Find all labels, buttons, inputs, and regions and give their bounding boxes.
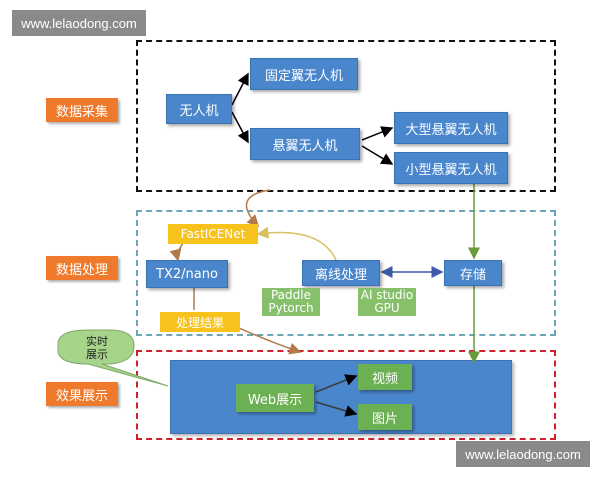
node-small-rotor-uav: 小型悬翼无人机 (394, 152, 508, 184)
node-video: 视频 (358, 364, 412, 390)
bubble-line2: 展示 (86, 348, 108, 361)
watermark-bottom: www.lelaodong.com (456, 441, 590, 467)
tag-processing-result: 处理结果 (160, 312, 240, 332)
section-label-processing: 数据处理 (46, 256, 118, 280)
collection-frame (136, 40, 556, 192)
tag-paddle-line2: Pytorch (268, 301, 314, 315)
tag-paddle-pytorch: Paddle Pytorch (262, 288, 320, 316)
tag-ai-line2: GPU (374, 301, 400, 315)
node-fixed-wing-uav: 固定翼无人机 (250, 58, 358, 90)
bubble-realtime-display: 实时 展示 (66, 332, 128, 364)
node-web-display: Web展示 (236, 384, 314, 412)
node-uav: 无人机 (166, 94, 232, 124)
tag-ai-line1: AI studio (360, 288, 414, 302)
display-frame (136, 350, 556, 440)
node-storage: 存储 (444, 260, 502, 286)
web-display-panel (170, 360, 512, 434)
node-image: 图片 (358, 404, 412, 430)
node-offline-processing: 离线处理 (302, 260, 380, 286)
bubble-line1: 实时 (86, 335, 108, 348)
node-large-rotor-uav: 大型悬翼无人机 (394, 112, 508, 144)
tag-paddle-line1: Paddle (270, 288, 311, 302)
section-label-collection: 数据采集 (46, 98, 118, 122)
node-tx2-nano: TX2/nano (146, 260, 228, 288)
processing-frame (136, 210, 556, 336)
node-rotor-uav: 悬翼无人机 (250, 128, 360, 160)
watermark-top: www.lelaodong.com (12, 10, 146, 36)
tag-fasticenet: FastICENet (168, 224, 258, 244)
tag-ai-studio-gpu: AI studio GPU (358, 288, 416, 316)
section-label-display: 效果展示 (46, 382, 118, 406)
